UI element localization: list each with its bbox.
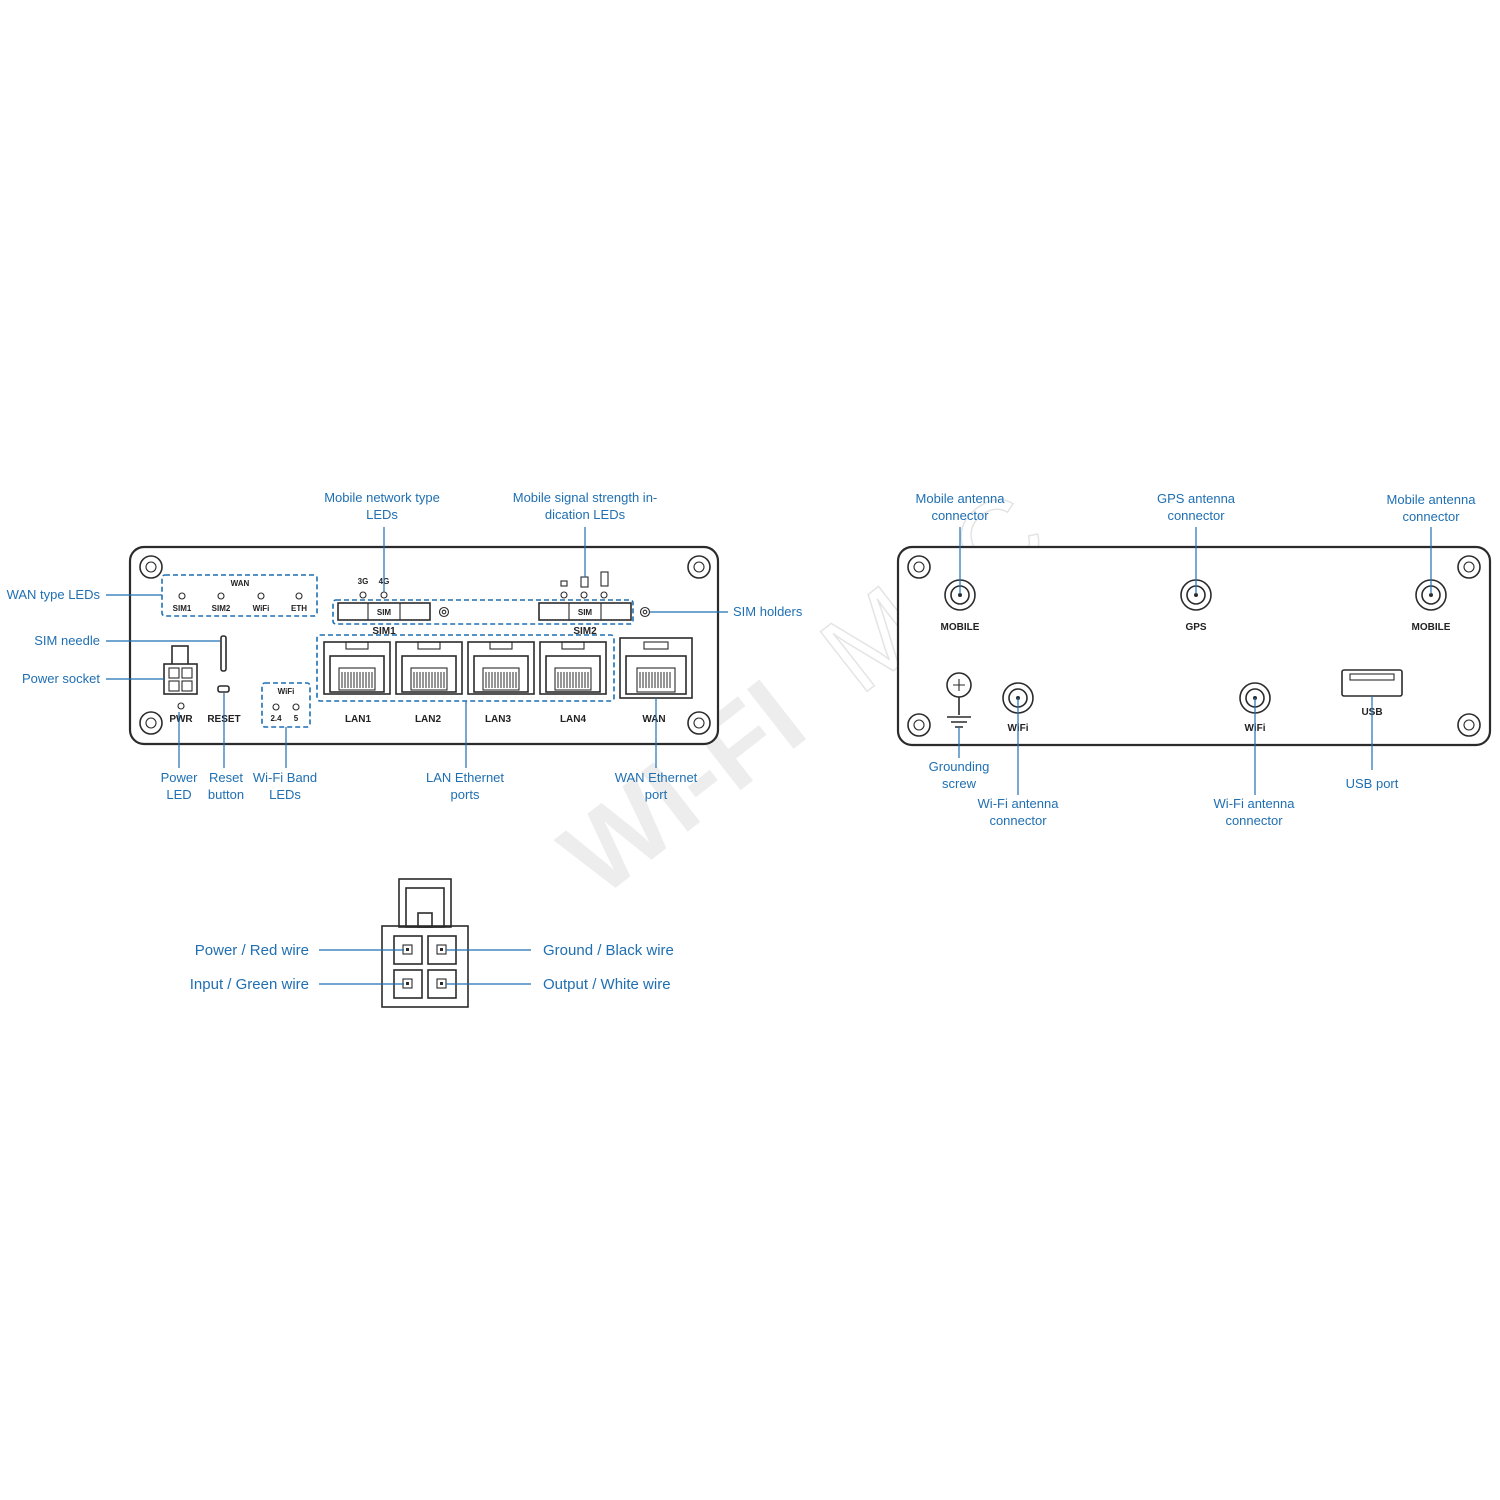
callout-sim-holders: SIM holders bbox=[733, 604, 803, 619]
wan-led-label: SIM2 bbox=[212, 604, 231, 613]
front-callouts: WAN type LEDs SIM needle Power socket Mo… bbox=[7, 490, 803, 802]
callout-wan-type-leds: WAN type LEDs bbox=[7, 587, 101, 602]
lan3-label: LAN3 bbox=[485, 714, 512, 725]
connector-body bbox=[381, 925, 469, 1008]
screw-icon bbox=[139, 555, 711, 735]
sim-slot-label: SIM bbox=[377, 608, 392, 617]
callout-wifi-antenna-left: Wi-Fi antenna bbox=[978, 796, 1060, 811]
lan-port-icon bbox=[395, 641, 463, 695]
lan2-label: LAN2 bbox=[415, 714, 442, 725]
wifi-led-group-box bbox=[261, 682, 311, 728]
wan-led-label: SIM1 bbox=[173, 604, 192, 613]
sim1-label: SIM1 bbox=[372, 626, 396, 637]
power-led bbox=[177, 702, 185, 710]
sim2-slot bbox=[538, 602, 632, 621]
mobile-connector-label: MOBILE bbox=[1412, 622, 1451, 633]
callout-mobile-antenna-right: Mobile antenna bbox=[1387, 492, 1477, 507]
mobile-connector-label: MOBILE bbox=[941, 622, 980, 633]
callout-power-socket: Power socket bbox=[22, 671, 100, 686]
lan1-label: LAN1 bbox=[345, 714, 372, 725]
power-connector: Power / Red wire Input / Green wire Grou… bbox=[190, 878, 674, 1008]
callout-mobile-signal-2: dication LEDs bbox=[545, 507, 626, 522]
callout-mobile-network-type: Mobile network type bbox=[324, 490, 440, 505]
callout-output-white-wire: Output / White wire bbox=[543, 976, 671, 993]
callout-reset-button-2: button bbox=[208, 787, 244, 802]
sim2-label: SIM2 bbox=[573, 626, 597, 637]
gps-connector-label: GPS bbox=[1185, 622, 1206, 633]
wan-led-label: ETH bbox=[291, 604, 307, 613]
callout-lan-ports-2: ports bbox=[451, 787, 480, 802]
wan-leds: SIM1 SIM2 WiFi ETH bbox=[173, 592, 307, 613]
callout-wifi-band-leds: Wi-Fi Band bbox=[253, 770, 317, 785]
sim-slot-label: SIM bbox=[578, 608, 593, 617]
grounding-screw-icon bbox=[946, 672, 972, 728]
callout-wifi-antenna-right: Wi-Fi antenna bbox=[1214, 796, 1296, 811]
callout-mobile-signal: Mobile signal strength in- bbox=[513, 490, 658, 505]
callout-mobile-antenna-left-2: connector bbox=[931, 508, 989, 523]
callout-wifi-antenna-left-2: connector bbox=[989, 813, 1047, 828]
port-pins bbox=[341, 672, 671, 688]
back-callouts: Mobile antenna connector GPS antenna con… bbox=[916, 491, 1477, 828]
callout-grounding-screw: Grounding bbox=[929, 759, 990, 774]
callout-gps-antenna-2: connector bbox=[1167, 508, 1225, 523]
wifi-led-label: 2.4 bbox=[270, 714, 282, 723]
sim1-slot bbox=[337, 602, 431, 621]
signal-strength-icon bbox=[560, 571, 609, 599]
front-panel: WAN SIM1 SIM2 WiFi ETH 3G 4G bbox=[128, 545, 720, 746]
screw-icon bbox=[907, 555, 1481, 737]
callout-gps-antenna: GPS antenna bbox=[1157, 491, 1236, 506]
callout-power-led-2: LED bbox=[166, 787, 191, 802]
callout-sim-needle: SIM needle bbox=[34, 633, 100, 648]
lan-port-icon bbox=[467, 641, 535, 695]
callout-ground-black-wire: Ground / Black wire bbox=[543, 942, 674, 959]
callout-input-green-wire: Input / Green wire bbox=[190, 976, 309, 993]
callout-reset-button: Reset bbox=[209, 770, 243, 785]
sim-eject-hole bbox=[639, 606, 651, 618]
led-3g-label: 3G bbox=[358, 577, 369, 586]
back-panel-body bbox=[896, 545, 1492, 747]
callout-mobile-antenna-right-2: connector bbox=[1402, 509, 1460, 524]
lan-port-icon bbox=[323, 641, 391, 695]
lan-port-icon bbox=[539, 641, 607, 695]
wan-label: WAN bbox=[642, 714, 665, 725]
lan4-label: LAN4 bbox=[560, 714, 587, 725]
callout-mobile-network-type-2: LEDs bbox=[366, 507, 398, 522]
callout-wifi-band-leds-2: LEDs bbox=[269, 787, 301, 802]
callout-usb-port: USB port bbox=[1346, 776, 1399, 791]
connector-pin-icon bbox=[393, 935, 457, 999]
callout-mobile-antenna-left: Mobile antenna bbox=[916, 491, 1006, 506]
callout-wan-port: WAN Ethernet bbox=[615, 770, 698, 785]
reset-button bbox=[217, 685, 230, 693]
callout-power-red-wire: Power / Red wire bbox=[195, 942, 309, 959]
callout-grounding-screw-2: screw bbox=[942, 776, 977, 791]
wifi-led-label: 5 bbox=[294, 714, 299, 723]
callout-wan-port-2: port bbox=[645, 787, 668, 802]
callout-lan-ports: LAN Ethernet bbox=[426, 770, 504, 785]
wan-led-label: WiFi bbox=[253, 604, 270, 613]
callout-wifi-antenna-right-2: connector bbox=[1225, 813, 1283, 828]
sim-needle bbox=[220, 635, 227, 672]
sim-strip-box bbox=[332, 599, 634, 625]
back-panel: MOBILE GPS MOBILE WiFi WiFi USB bbox=[896, 545, 1492, 747]
sim-eject-hole bbox=[438, 606, 450, 618]
callout-power-led: Power bbox=[161, 770, 199, 785]
wan-group-title: WAN bbox=[231, 579, 250, 588]
pwr-label: PWR bbox=[169, 714, 193, 725]
wifi-group-title: WiFi bbox=[278, 687, 295, 696]
